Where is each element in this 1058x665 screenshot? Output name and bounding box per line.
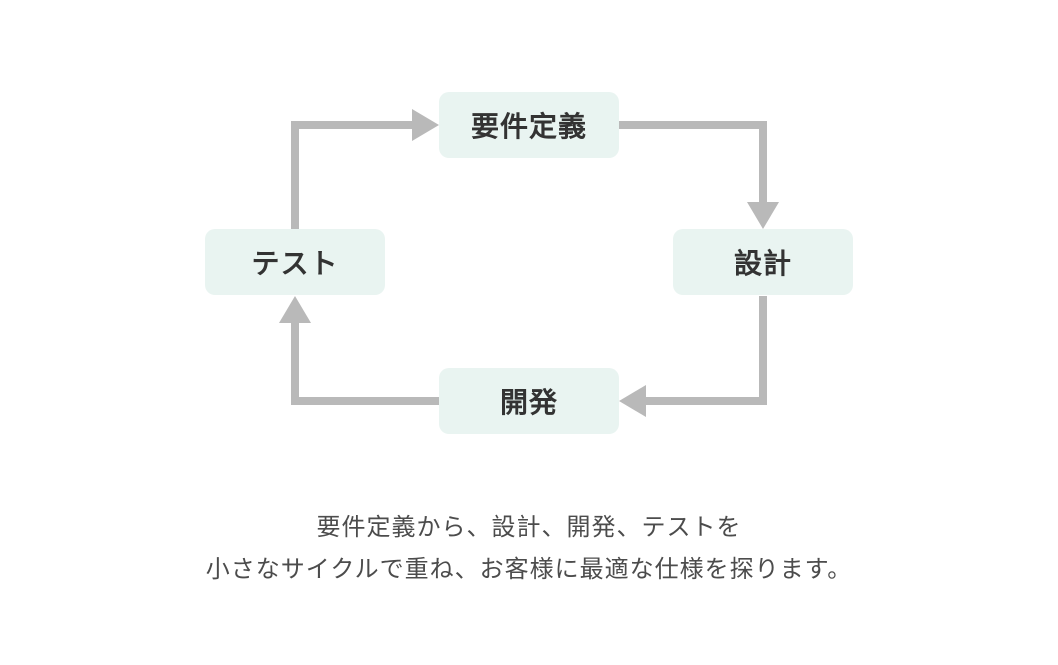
node-design-label: 設計 — [733, 247, 792, 280]
node-requirements-label: 要件定義 — [470, 110, 587, 143]
caption-line-2: 小さなサイクルで重ね、お客様に最適な仕様を探ります。 — [205, 555, 853, 583]
node-test-label: テスト — [251, 247, 339, 280]
arrow-line — [291, 121, 412, 129]
arrow-line — [759, 296, 767, 405]
node-test: テスト — [205, 229, 385, 295]
node-design: 設計 — [673, 229, 853, 295]
arrowhead-right-icon — [412, 109, 439, 141]
node-development: 開発 — [439, 368, 619, 434]
arrowhead-up-icon — [279, 296, 311, 323]
arrowhead-down-icon — [747, 202, 779, 229]
arrow-line — [291, 321, 299, 405]
node-requirements: 要件定義 — [439, 92, 619, 158]
node-development-label: 開発 — [499, 386, 558, 419]
arrow-line — [291, 397, 439, 405]
arrow-line — [759, 121, 767, 202]
arrow-line — [619, 121, 767, 129]
arrow-line — [291, 121, 299, 229]
caption-line-1: 要件定義から、設計、開発、テストを — [316, 513, 742, 541]
arrowhead-left-icon — [619, 385, 646, 417]
caption: 要件定義から、設計、開発、テストを 小さなサイクルで重ね、お客様に最適な仕様を探… — [0, 506, 1058, 590]
arrow-line — [646, 397, 767, 405]
